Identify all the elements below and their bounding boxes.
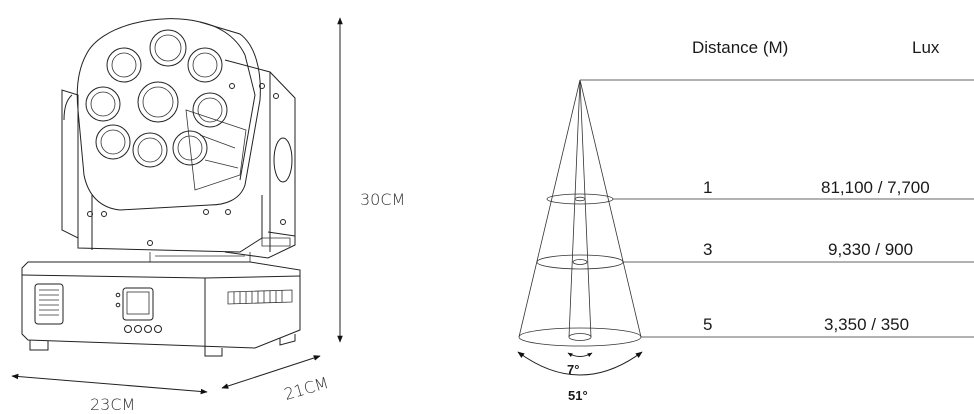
fixture-base: [21, 261, 301, 357]
narrow-angle-label: 7°: [567, 362, 579, 377]
depth-label: 21CM: [282, 373, 331, 404]
row-1-lux: 81,100 / 7,700: [821, 178, 930, 197]
beam-ellipse-1m: [546, 193, 614, 205]
width-label: 23CM: [90, 395, 135, 414]
head-lower-housing: [77, 190, 263, 263]
dimension-arrows: [11, 17, 343, 395]
beam-ellipse-3m: [536, 254, 624, 270]
row-2-lux: 9,330 / 900: [828, 240, 913, 259]
height-label: 30CM: [360, 190, 405, 209]
narrow-angle-arc: [567, 352, 593, 357]
moving-head: [76, 18, 261, 211]
header-lux: Lux: [912, 38, 940, 57]
beam-cone: [517, 79, 974, 376]
yoke: [61, 59, 296, 259]
row-1-distance: 1: [703, 178, 712, 197]
led-lenses: [85, 29, 228, 168]
moving-head-fixture-drawing: [21, 18, 301, 357]
row-3-lux: 3,350 / 350: [824, 315, 909, 334]
row-2-distance: 3: [703, 240, 712, 259]
row-3-distance: 5: [703, 315, 712, 334]
lux-table: Distance (M) Lux 1 81,100 / 7,700 3 9,33…: [692, 38, 940, 334]
header-distance: Distance (M): [692, 38, 788, 57]
beam-ellipse-5m: [518, 327, 642, 347]
width-arrow: [11, 373, 208, 395]
depth-arrow: [221, 355, 321, 389]
wide-angle-label: 51°: [568, 388, 588, 403]
wide-angle-arc: [517, 351, 643, 376]
